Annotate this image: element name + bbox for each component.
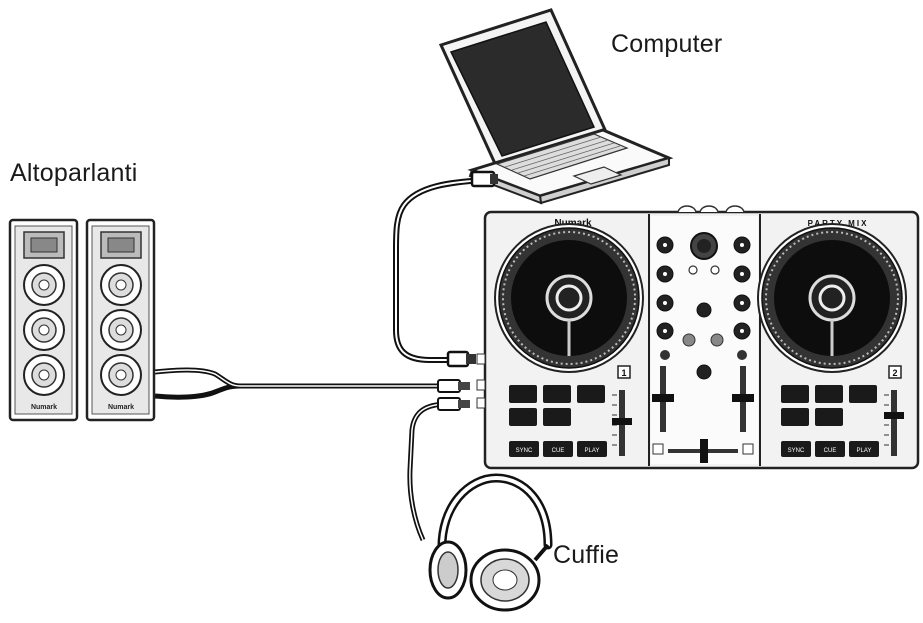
right-transport-buttons[interactable]: SYNC CUE PLAY <box>781 441 879 457</box>
controller-ports <box>476 353 486 409</box>
audio-cable-icon <box>154 367 470 400</box>
right-jog-wheel[interactable] <box>757 223 907 373</box>
right-cue-label: CUE <box>824 448 837 454</box>
deck-number-left: 1 <box>621 368 626 378</box>
computer-label: Computer <box>611 30 723 58</box>
dj-controller-icon: Numark PARTY MIX 1 2 <box>476 205 920 470</box>
left-pad-grid[interactable] <box>509 385 605 426</box>
right-sync-label: SYNC <box>788 448 805 454</box>
left-transport-buttons[interactable]: SYNC CUE PLAY <box>509 441 607 457</box>
speaker-brand-right: Numark <box>108 404 134 411</box>
right-pad-grid[interactable] <box>781 385 877 426</box>
headphone-cable-icon <box>407 397 470 542</box>
right-play-label: PLAY <box>857 448 872 454</box>
speakers-label: Altoparlanti <box>10 159 138 187</box>
usb-cable-icon <box>393 170 498 368</box>
crossfader[interactable] <box>652 439 754 463</box>
deck-number-right: 2 <box>892 368 897 378</box>
speaker-brand-left: Numark <box>31 404 57 411</box>
channel-faders[interactable] <box>652 366 754 432</box>
left-sync-label: SYNC <box>516 448 533 454</box>
left-cue-label: CUE <box>552 448 565 454</box>
left-play-label: PLAY <box>585 448 600 454</box>
speaker-icon: Numark Numark <box>8 218 156 422</box>
left-pitch-fader[interactable] <box>612 390 632 456</box>
headphones-label: Cuffie <box>553 541 620 569</box>
right-pitch-fader[interactable] <box>884 390 904 456</box>
headphones-icon <box>428 473 553 612</box>
laptop-icon <box>438 8 674 205</box>
mixer-knobs[interactable] <box>656 232 751 380</box>
left-jog-wheel[interactable] <box>494 223 644 373</box>
